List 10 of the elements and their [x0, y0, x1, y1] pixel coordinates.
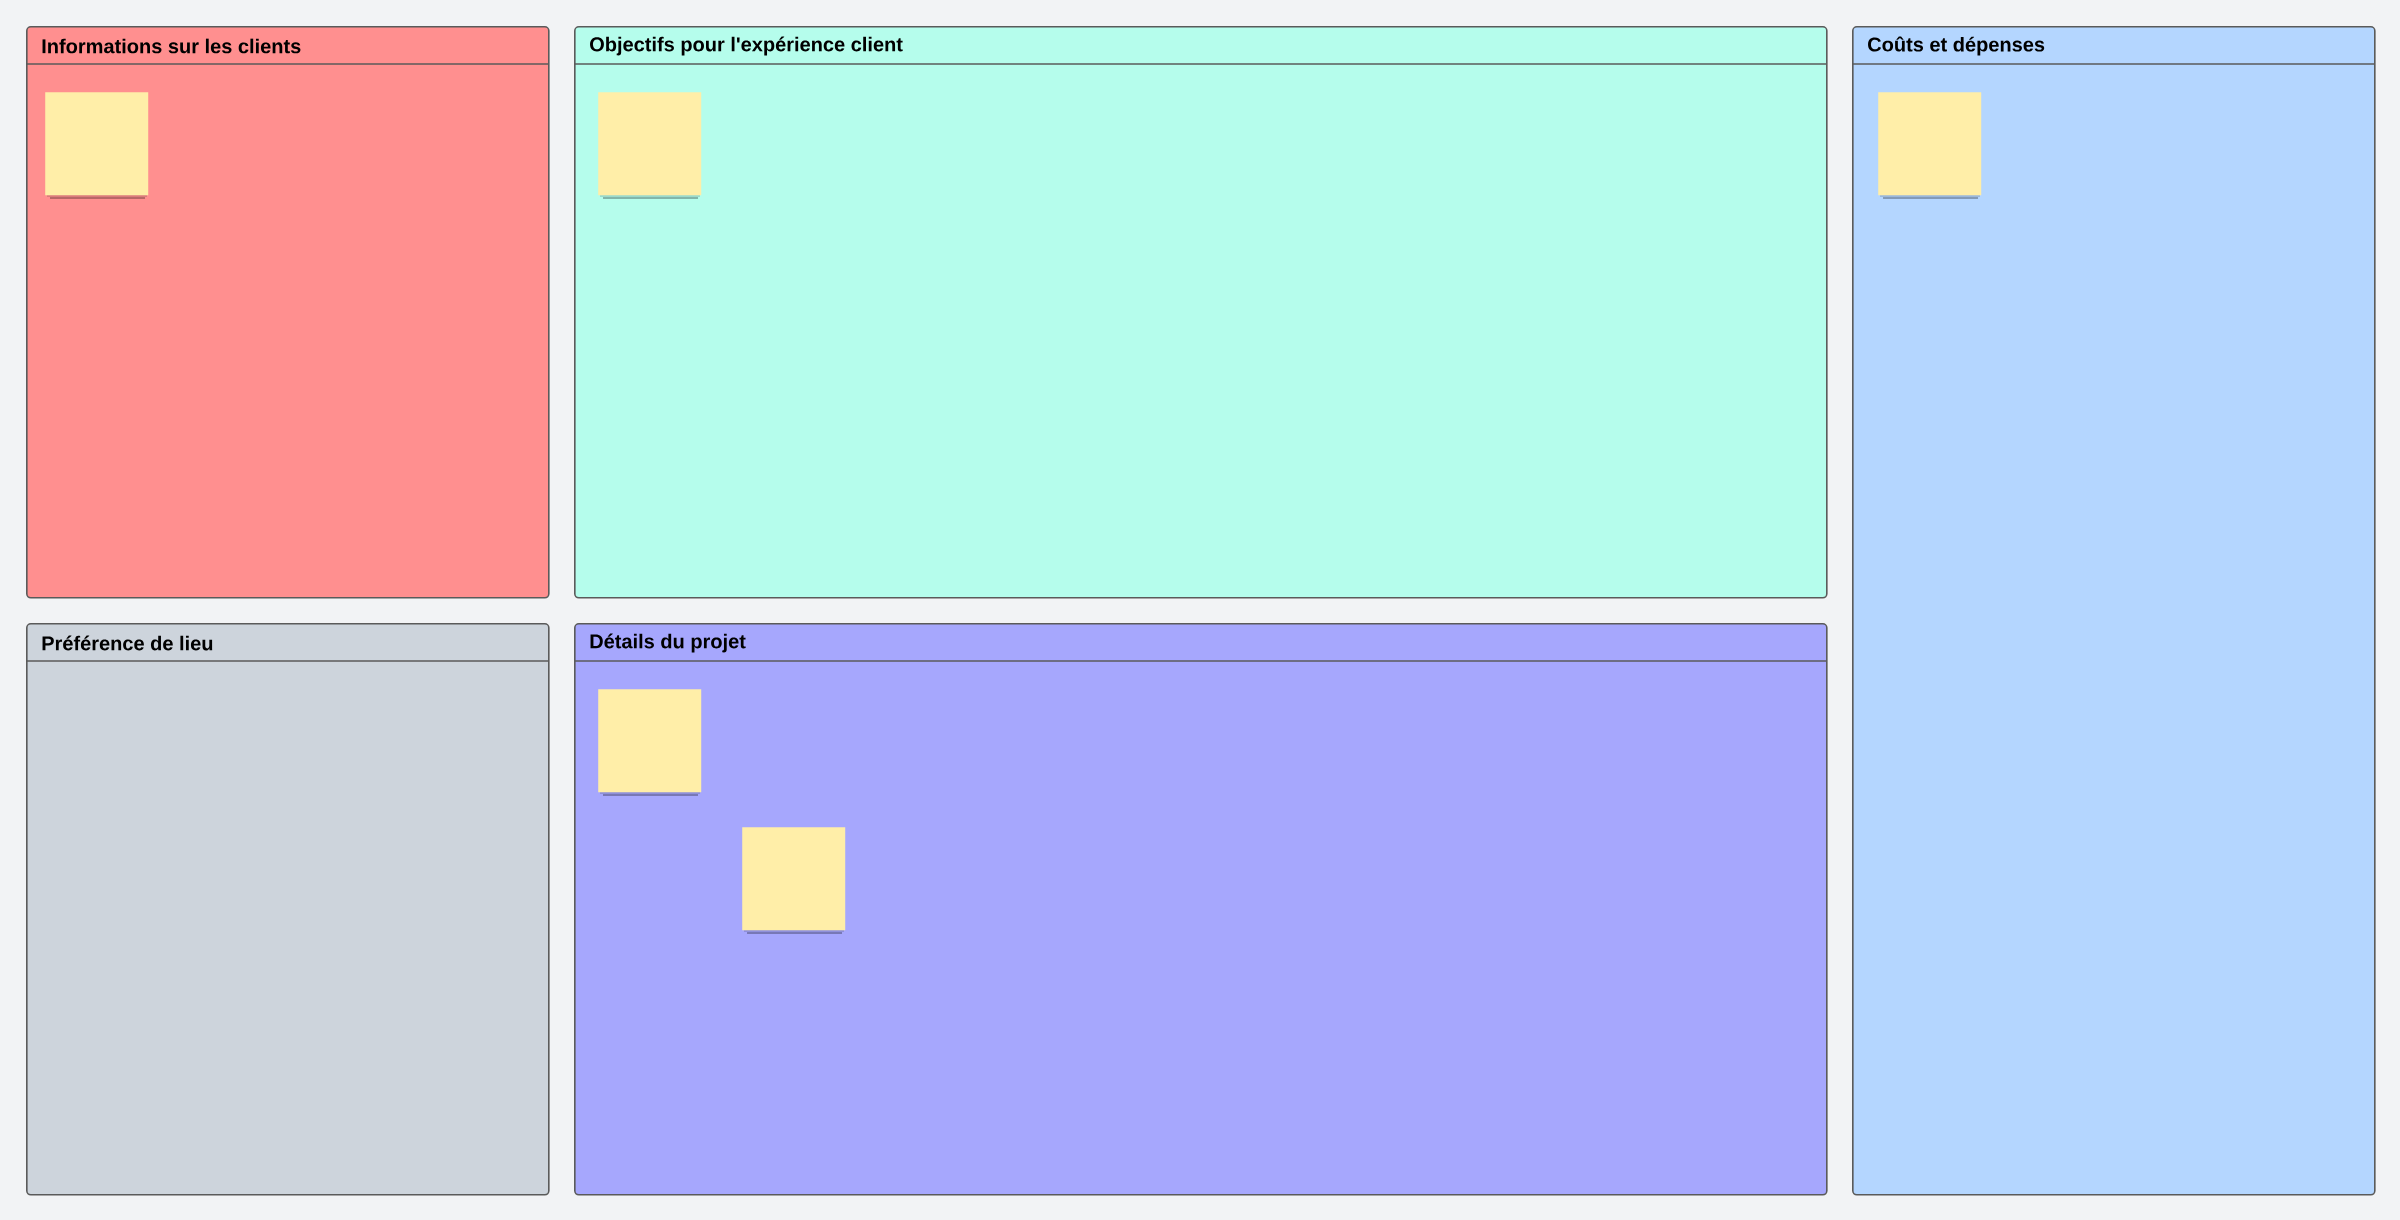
- panel: Préférence de lieu: [25, 623, 550, 1196]
- sticky-note: [598, 92, 702, 199]
- sticky-note: [598, 689, 702, 796]
- sticky-note: [45, 92, 149, 199]
- panel: Informations sur les clients: [25, 26, 550, 599]
- sticky-note: [742, 827, 846, 934]
- panel: Objectifs pour l'expérience client: [573, 26, 1828, 599]
- panel: Coûts et dépenses: [1851, 26, 2376, 1196]
- sticky-note: [1878, 92, 1982, 199]
- panel: Détails du projet: [573, 623, 1828, 1196]
